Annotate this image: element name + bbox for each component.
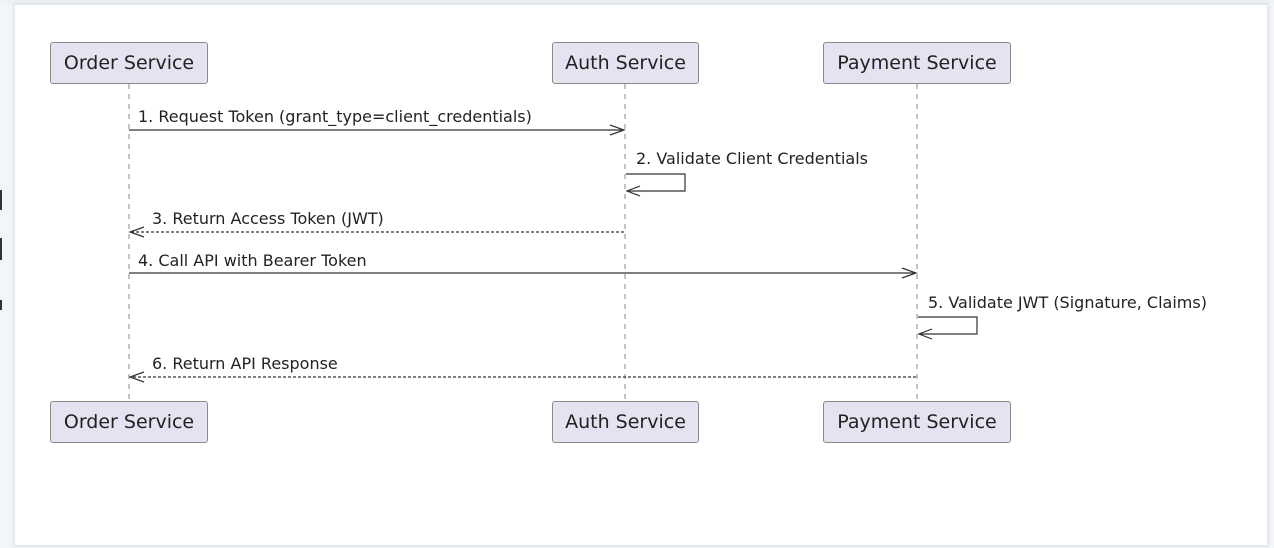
participant-auth-service-bottom: Auth Service	[552, 401, 699, 443]
participant-payment-service-top: Payment Service	[823, 42, 1011, 84]
participant-auth-service-top: Auth Service	[552, 42, 699, 84]
message-4-arrowhead	[901, 267, 918, 279]
message-1-label: 1. Request Token (grant_type=client_cred…	[138, 107, 532, 127]
message-1-arrowhead	[609, 124, 626, 136]
message-5-line	[918, 316, 978, 335]
message-2-line	[626, 173, 686, 192]
message-2-arrowhead	[625, 185, 641, 197]
message-2-label: 2. Validate Client Credentials	[636, 149, 868, 168]
message-6-arrowhead	[128, 371, 145, 383]
edge-marker	[0, 190, 2, 210]
message-6-label: 6. Return API Response	[152, 354, 338, 373]
message-3-label: 3. Return Access Token (JWT)	[152, 209, 384, 228]
message-5-label: 5. Validate JWT (Signature, Claims)	[928, 293, 1207, 312]
edge-marker	[0, 300, 2, 310]
message-3-arrowhead	[128, 226, 145, 238]
window-top-edge	[0, 0, 1274, 4]
message-5-arrowhead	[917, 328, 933, 340]
diagram-canvas	[14, 4, 1268, 546]
participant-payment-service-bottom: Payment Service	[823, 401, 1011, 443]
message-4-label: 4. Call API with Bearer Token	[138, 251, 367, 270]
edge-marker	[0, 238, 2, 260]
participant-order-service-bottom: Order Service	[50, 401, 208, 443]
participant-order-service-top: Order Service	[50, 42, 208, 84]
